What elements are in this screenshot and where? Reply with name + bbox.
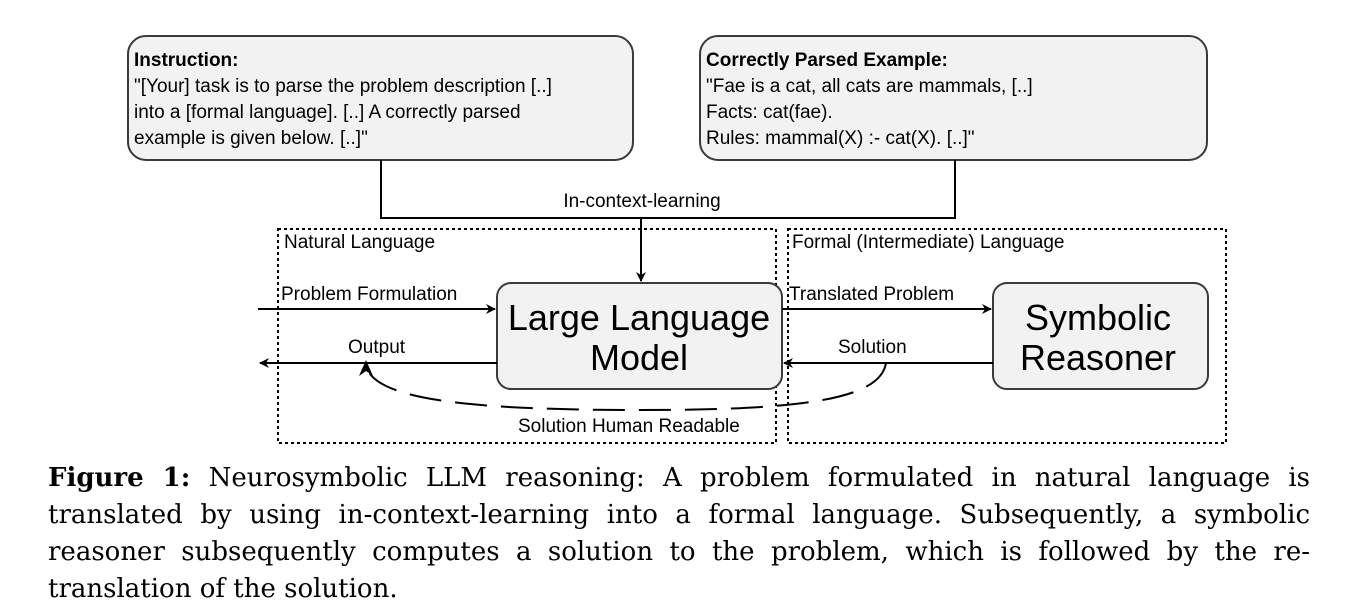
llm-label-line-2: Model [590, 337, 688, 378]
solution-human-readable-label: Solution Human Readable [518, 416, 740, 437]
reasoner-label-line-2: Reasoner [1020, 337, 1176, 378]
formal-language-label: Formal (Intermediate) Language [792, 232, 1064, 253]
figure-label: Figure 1: [48, 463, 191, 493]
natural-language-region [277, 228, 777, 444]
example-line-2: Facts: cat(fae). [706, 102, 833, 123]
neurosymbolic-diagram: Natural Language Formal (Intermediate) L… [127, 35, 1227, 444]
llm-box [496, 282, 783, 390]
example-line-3: Rules: mammal(X) :- cat(X). [..]" [706, 128, 975, 149]
instruction-line-3: example is given below. [..]" [134, 128, 368, 149]
example-box [699, 35, 1208, 161]
instruction-title: Instruction: [134, 50, 239, 71]
problem-formulation-label: Problem Formulation [281, 284, 457, 305]
reasoner-label-line-1: Symbolic [1025, 297, 1171, 338]
caption-text: Neurosymbolic LLM reasoning: A problem f… [48, 463, 1311, 604]
natural-language-label: Natural Language [284, 232, 435, 253]
human-readable-arrowhead [359, 360, 373, 376]
llm-label-line-1: Large Language [508, 297, 770, 338]
solution-label: Solution [838, 337, 907, 358]
formal-language-region [787, 228, 1227, 444]
example-title: Correctly Parsed Example: [706, 50, 948, 71]
instruction-line-1: "[Your] task is to parse the problem des… [134, 76, 552, 97]
human-readable-path [365, 362, 887, 412]
figure-caption: Figure 1: Neurosymbolic LLM reasoning: A… [48, 460, 1310, 608]
output-label: Output [348, 337, 406, 358]
instruction-line-2: into a [formal language]. [..] A correct… [134, 102, 521, 123]
label-backdrop [514, 412, 774, 438]
reasoner-box [992, 282, 1209, 390]
example-line-1: "Fae is a cat, all cats are mammals, [..… [706, 76, 1033, 97]
translated-problem-label: Translated Problem [789, 284, 954, 305]
in-context-connector [380, 160, 956, 219]
in-context-learning-label: In-context-learning [563, 191, 720, 212]
